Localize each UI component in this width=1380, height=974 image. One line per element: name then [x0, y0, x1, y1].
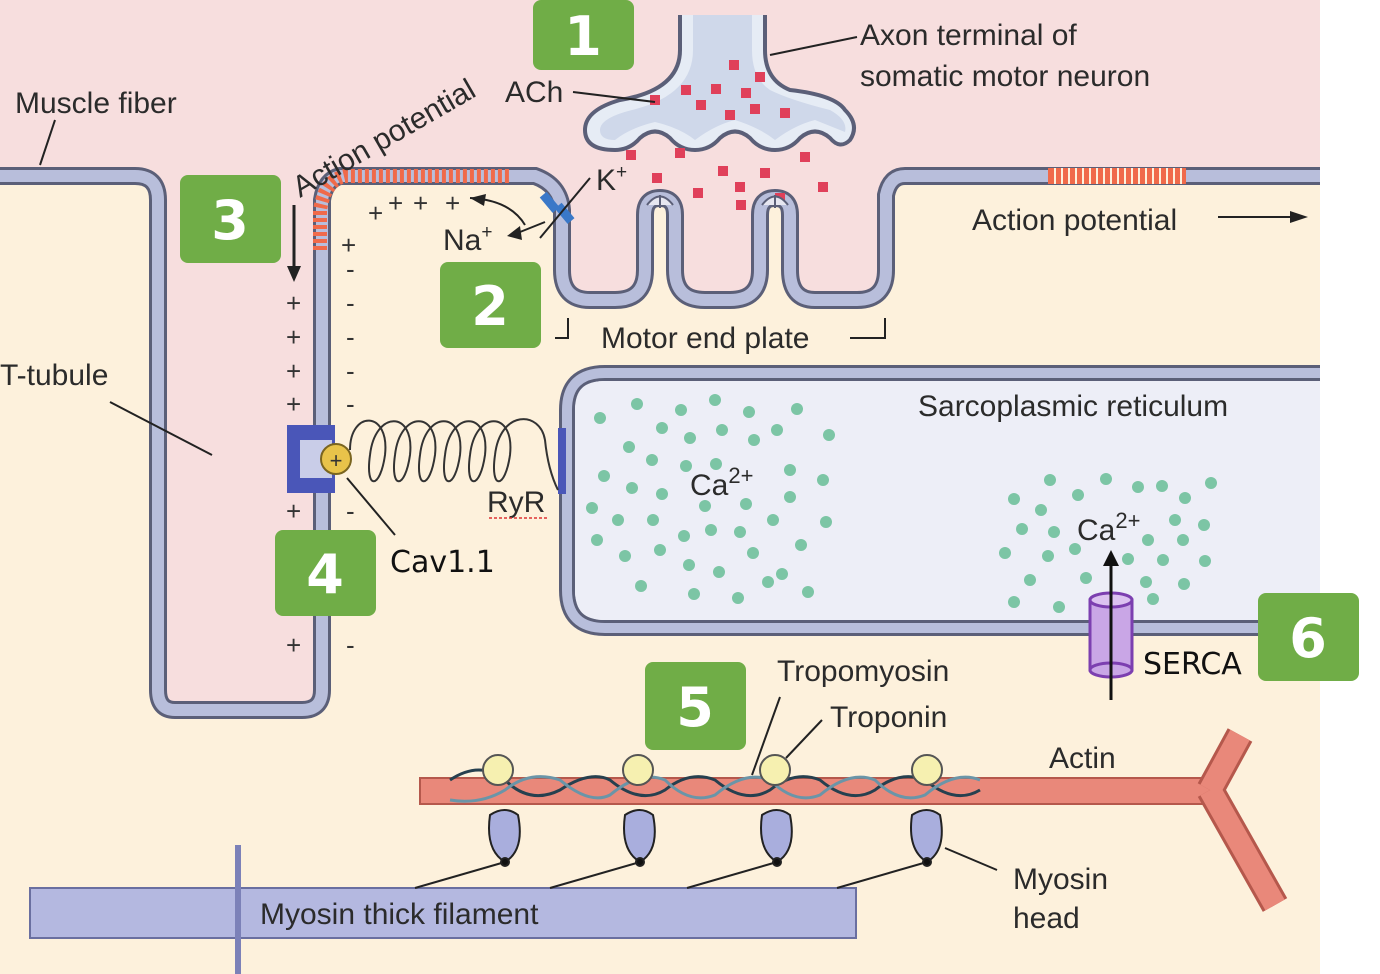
label-myosin-thick-filament: Myosin thick filament [260, 898, 539, 931]
ryr-channel [558, 428, 566, 494]
label-ryr: RyR [487, 486, 545, 519]
svg-text:+: + [388, 188, 403, 218]
troponin-complex [482, 754, 943, 786]
svg-text:1: 1 [564, 5, 602, 68]
svg-text:2: 2 [471, 275, 509, 338]
label-na-ion: Na+ [443, 222, 492, 257]
calcium-ions-left [586, 394, 835, 604]
ach-receptor [646, 195, 789, 208]
na-k-channel [539, 177, 591, 239]
svg-text:-: - [346, 322, 355, 352]
label-t-tubule: T-tubule [0, 359, 108, 392]
label-sarcoplasmic-reticulum: Sarcoplasmic reticulum [918, 390, 1228, 423]
svg-text:-: - [346, 288, 355, 318]
svg-text:+: + [286, 496, 301, 526]
step-badge-3: 3 [180, 175, 281, 263]
membrane-charges: + + + + + + + + + + + - - - - - - - [286, 188, 460, 660]
svg-text:+: + [368, 198, 383, 228]
serca-pump [1088, 550, 1134, 700]
label-calcium-right: Ca2+ [1077, 508, 1140, 547]
coupling-spring [349, 418, 559, 491]
label-myosin-head-2: head [1013, 902, 1080, 935]
label-serca: SERCA [1143, 647, 1242, 682]
label-myosin-head-1: Myosin [1013, 863, 1108, 896]
step-badge-4: 4 [275, 530, 376, 616]
svg-text:+: + [286, 389, 301, 419]
label-ach: ACh [505, 76, 563, 109]
svg-text:-: - [346, 630, 355, 660]
na-arrow [509, 221, 546, 237]
calcium-ions-right [999, 473, 1217, 613]
label-tropomyosin: Tropomyosin [777, 655, 949, 688]
action-potential-stripe [313, 168, 1186, 250]
svg-text:5: 5 [676, 676, 714, 739]
step-badge-1: 1 [533, 0, 634, 70]
label-calcium-left: Ca2+ [690, 463, 753, 502]
action-potential-arrowhead-right [1290, 211, 1308, 223]
svg-text:4: 4 [306, 543, 344, 606]
cav11-channel: + [287, 425, 352, 493]
svg-text:+: + [445, 188, 460, 218]
step-badge-2: 2 [440, 262, 541, 348]
svg-text:+: + [286, 356, 301, 386]
svg-text:+: + [286, 630, 301, 660]
svg-text:-: - [346, 356, 355, 386]
actin-filament [419, 728, 1288, 912]
label-muscle-fiber: Muscle fiber [15, 87, 177, 120]
label-actin: Actin [1049, 742, 1116, 775]
label-k-ion: K+ [596, 162, 627, 197]
arrowhead-na [470, 194, 486, 206]
label-axon-terminal-2: somatic motor neuron [860, 60, 1150, 93]
svg-text:+: + [341, 230, 356, 260]
sarcoplasmic-reticulum-membrane [562, 368, 1320, 633]
svg-text:-: - [346, 389, 355, 419]
label-cav11: Cav1.1 [390, 545, 495, 580]
step-badge-6: 6 [1258, 593, 1359, 681]
acetylcholine-molecules [626, 60, 828, 210]
leader-lines [39, 36, 998, 871]
svg-text:-: - [346, 254, 355, 284]
svg-text:-: - [346, 496, 355, 526]
label-troponin: Troponin [830, 701, 947, 734]
myosin-heads [414, 809, 943, 889]
svg-text:6: 6 [1289, 607, 1327, 670]
myosin-thick-filament [29, 887, 857, 939]
tropomyosin-strand [449, 768, 981, 798]
svg-text:+: + [413, 188, 428, 218]
action-potential-arrowhead-down [287, 266, 301, 282]
step-badge-5: 5 [645, 662, 746, 750]
svg-text:3: 3 [211, 189, 249, 252]
svg-text:+: + [286, 322, 301, 352]
svg-text:+: + [286, 288, 301, 318]
svg-text:+: + [330, 448, 343, 473]
label-axon-terminal-1: Axon terminal of [860, 19, 1077, 52]
label-motor-end-plate: Motor end plate [601, 322, 809, 355]
tropomyosin-strand-2 [449, 775, 981, 803]
label-action-potential-right: Action potential [972, 204, 1177, 237]
